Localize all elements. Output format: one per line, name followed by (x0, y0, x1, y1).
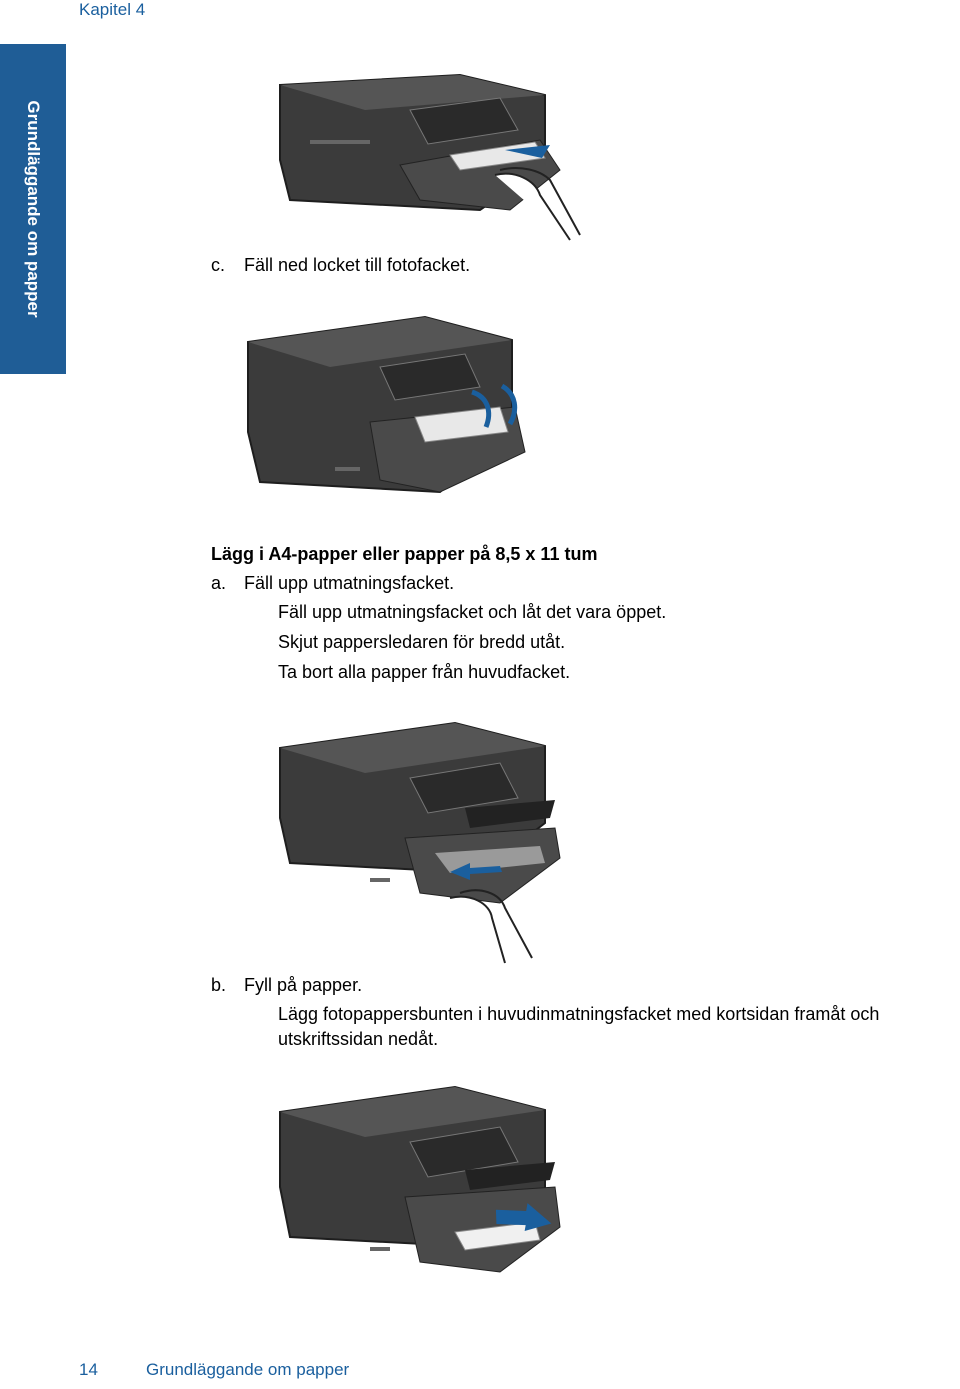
step-a-line-3: Ta bort alla papper från huvudfacket. (278, 662, 571, 682)
step-a-letter: a. (211, 573, 227, 593)
step-a-line-1: Fäll upp utmatningsfacket och låt det va… (278, 602, 667, 622)
side-tab: Grundläggande om papper (0, 44, 66, 374)
step-b-letter: b. (211, 975, 227, 995)
step-b-detail-line-1: Lägg fotopappersbunten i huvudinmatnings… (278, 1004, 880, 1024)
step-c-text: Fäll ned locket till fotofacket. (244, 255, 471, 275)
step-a-line-2: Skjut pappersledaren för bredd utåt. (278, 632, 566, 652)
step-b-text: Fyll på papper. (244, 975, 363, 995)
side-tab-label: Grundläggande om papper (24, 100, 43, 318)
chapter-header: Kapitel 4 (79, 0, 146, 19)
printer-illustration-photo-tray (279, 73, 581, 241)
printer-illustration-close-lid (247, 315, 526, 494)
footer-title: Grundläggande om papper (146, 1360, 350, 1379)
page-number: 14 (79, 1360, 98, 1379)
section-heading: Lägg i A4-papper eller papper på 8,5 x 1… (211, 544, 598, 564)
step-a-text: Fäll upp utmatningsfacket. (244, 573, 455, 593)
printer-illustration-width-guide (279, 721, 561, 964)
printer-illustration-load-paper (279, 1085, 561, 1273)
step-c-letter: c. (211, 255, 226, 275)
step-b-detail-line-2: utskriftssidan nedåt. (278, 1029, 439, 1049)
